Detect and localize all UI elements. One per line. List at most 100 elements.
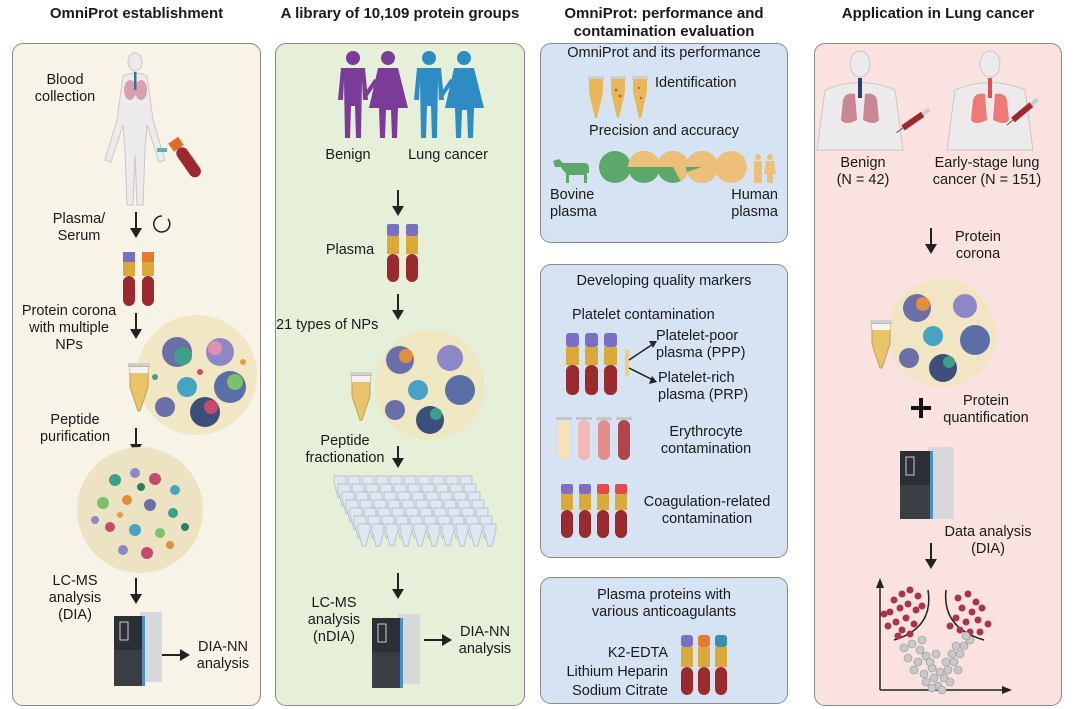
significant-point (884, 622, 892, 630)
down-arrow-icon (392, 573, 404, 599)
nonsignificant-point (925, 657, 935, 667)
nonsignificant-point (951, 641, 961, 651)
syringe-icon (896, 108, 931, 133)
lung-cancer-couple-icon (414, 51, 484, 138)
significant-point (974, 616, 982, 624)
proportion-slice (657, 151, 689, 182)
label-precision-accuracy: Precision and accuracy (589, 123, 739, 139)
nonsignificant-point (941, 657, 951, 667)
anticoagulant-sodium-citrate: Sodium Citrate (572, 683, 668, 699)
nonsignificant-point (921, 677, 931, 687)
nonsignificant-point (953, 665, 963, 675)
y-axis-arrow (876, 578, 884, 588)
significant-point (968, 608, 976, 616)
nonsignificant-point (909, 665, 919, 675)
nonsignificant-point (937, 685, 947, 695)
nonsignificant-point (929, 673, 939, 683)
eppendorf-tube-icon (350, 372, 372, 421)
human-pair-icon (754, 154, 776, 183)
column-title-establishment: OmniProt establishment (49, 5, 224, 22)
fraction-tube (385, 523, 399, 547)
nonsignificant-point (939, 673, 949, 683)
cancer-patient-icon (946, 50, 1039, 151)
significant-point (910, 620, 918, 628)
down-arrow-icon (130, 578, 142, 604)
label-lung-cancer: Lung cancer (408, 147, 488, 163)
label-plasma-serum: Plasma/Serum (52, 211, 106, 244)
significant-point (892, 618, 900, 626)
syringe-icon (1006, 97, 1039, 126)
nanoparticle-corona-icon (137, 315, 257, 435)
down-arrow-icon (925, 228, 937, 254)
significant-point (906, 630, 914, 638)
anticoagulant-tubes-icon (681, 635, 727, 695)
blood-tube-icon (168, 136, 201, 178)
significant-point (912, 606, 920, 614)
label-benign-n: Benign(N = 42) (836, 155, 890, 188)
nanoparticle-corona-icon (888, 279, 996, 387)
significant-point (914, 592, 922, 600)
heading-quality-markers: Developing quality markers (576, 273, 752, 289)
coagulation-tubes-icon (561, 484, 627, 538)
significant-point (902, 614, 910, 622)
benign-patient-icon (816, 50, 931, 151)
nonsignificant-point (959, 641, 969, 651)
mass-spectrometer-icon (114, 612, 162, 686)
significant-point (958, 604, 966, 612)
eppendorf-tube-icon (870, 320, 892, 369)
erythrocyte-tubes-icon (556, 417, 632, 460)
significant-point (896, 604, 904, 612)
lungs-icon (124, 80, 136, 100)
plus-icon (911, 398, 931, 418)
significant-point (946, 622, 954, 630)
significant-point (880, 610, 888, 618)
down-arrow-icon (392, 446, 404, 468)
significant-point (894, 632, 902, 640)
nonsignificant-point (927, 683, 937, 693)
significant-point (978, 604, 986, 612)
nonsignificant-point (921, 651, 931, 661)
fraction-tube (427, 523, 441, 547)
significant-point (954, 594, 962, 602)
volcano-plot-icon (876, 578, 1012, 695)
heading-performance: OmniProt and its performance (567, 45, 761, 61)
down-arrow-icon (130, 313, 142, 339)
right-arrow-icon (424, 634, 452, 646)
nonsignificant-point (917, 635, 927, 645)
label-benign: Benign (325, 147, 371, 163)
fraction-tube (371, 523, 385, 547)
column-title-performance: OmniProt: performance and contamination … (530, 5, 798, 41)
significant-point (956, 626, 964, 634)
platelet-tubes-icon (566, 333, 617, 395)
column-title-library: A library of 10,109 protein groups (280, 5, 520, 22)
cow-icon (553, 159, 589, 183)
down-arrow-icon (925, 543, 937, 569)
nonsignificant-point (899, 643, 909, 653)
label-plasma: Plasma (325, 242, 375, 258)
nonsignificant-point (943, 665, 953, 675)
fraction-tube (483, 523, 497, 547)
benign-couple-icon (338, 51, 408, 138)
fraction-tube (455, 523, 469, 547)
label-21-nps: 21 types of NPs (276, 317, 379, 333)
down-arrow-icon (392, 190, 404, 216)
tube-array-icon (333, 475, 497, 547)
proportion-circle (599, 151, 631, 183)
significant-point (972, 598, 980, 606)
anticoagulant-k2-edta: K2-EDTA (607, 645, 668, 661)
column-title-application: Application in Lung cancer (841, 5, 1035, 22)
mass-spectrometer-icon (372, 614, 420, 688)
